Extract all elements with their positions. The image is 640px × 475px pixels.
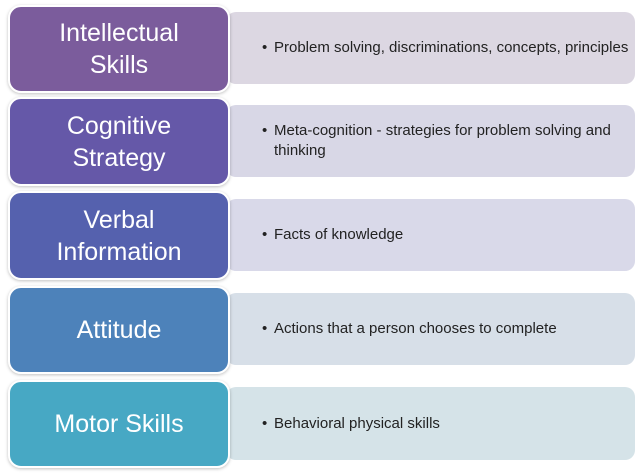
bullet-list: Problem solving, discriminations, concep…	[226, 38, 628, 58]
label-line: Intellectual	[59, 19, 179, 47]
label-line: Verbal	[83, 205, 155, 234]
bullet-item: Problem solving, discriminations, concep…	[262, 38, 628, 58]
bullet-item: Facts of knowledge	[262, 225, 403, 245]
category-label: Intellectual Skills	[8, 5, 230, 93]
category-label: Motor Skills	[8, 380, 230, 468]
description-panel: Actions that a person chooses to complet…	[226, 293, 635, 365]
bullet-list: Actions that a person chooses to complet…	[226, 319, 557, 339]
category-label: Cognitive Strategy	[8, 97, 230, 186]
bullet-list: Meta-cognition - strategies for problem …	[226, 121, 634, 161]
bullet-item: Actions that a person chooses to complet…	[262, 319, 557, 339]
category-label: Attitude	[8, 286, 230, 374]
description-panel: Problem solving, discriminations, concep…	[226, 12, 635, 84]
label-line: Motor Skills	[54, 410, 184, 438]
label-line: Information	[56, 237, 182, 266]
bullet-item: Meta-cognition - strategies for problem …	[262, 121, 634, 161]
label-line: Cognitive	[66, 111, 172, 140]
bullet-item: Behavioral physical skills	[262, 414, 440, 434]
bullet-list: Facts of knowledge	[226, 225, 403, 245]
label-line: Attitude	[76, 316, 162, 344]
description-panel: Meta-cognition - strategies for problem …	[226, 105, 635, 177]
description-panel: Behavioral physical skills	[226, 387, 635, 460]
category-label: Verbal Information	[8, 191, 230, 280]
description-panel: Facts of knowledge	[226, 199, 635, 271]
bullet-list: Behavioral physical skills	[226, 414, 440, 434]
label-line: Strategy	[72, 143, 166, 172]
label-line: Skills	[89, 51, 149, 79]
